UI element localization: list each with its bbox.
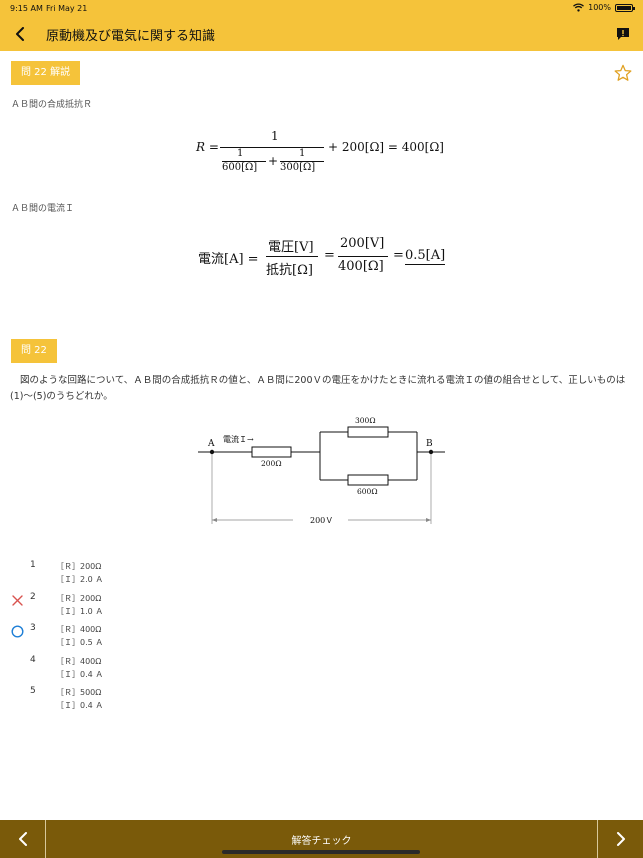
eq2-f2-den: 400[Ω] <box>338 259 384 274</box>
choice-r: ［Ｒ］200Ω <box>56 562 102 571</box>
chevron-left-icon <box>16 27 24 41</box>
question-tag: 問 22 <box>11 339 57 363</box>
choice-i: ［Ｉ］0.5 Ａ <box>56 638 104 647</box>
eq2-f2-num: 200[V] <box>340 236 385 251</box>
previous-button[interactable] <box>0 820 46 858</box>
eq1-lhs: R = <box>196 140 219 154</box>
eq2-result: 0.5[A] <box>405 248 446 265</box>
choice-i: ［Ｉ］0.4 Ａ <box>56 669 104 679</box>
label-current: 電流Ｉ→ <box>223 434 254 444</box>
eq1-sub1-den: 600[Ω] <box>222 162 258 173</box>
eq2-f2-bar <box>338 256 388 257</box>
resistor-200 <box>251 446 292 458</box>
circuit-diagram: A B 電流Ｉ→ 200Ω 300Ω 600Ω 200Ｖ <box>198 416 445 525</box>
eq2-eq: = <box>324 248 335 263</box>
choice-r: ［Ｒ］400Ω <box>56 625 102 634</box>
page-title: 原動機及び電気に関する知識 <box>46 29 216 44</box>
eq1-main-bar <box>220 147 324 148</box>
label-r2: 300Ω <box>355 416 376 425</box>
chevron-right-icon <box>616 832 625 846</box>
choice-2[interactable]: 2 ［Ｒ］200Ω ［Ｉ］1.0 Ａ <box>0 591 300 623</box>
terminal-a <box>209 449 215 455</box>
resistor-600 <box>347 474 389 486</box>
choice-i: ［Ｉ］1.0 Ａ <box>56 606 104 616</box>
resistance-heading: ＡＢ間の合成抵抗Ｒ <box>11 100 93 110</box>
feedback-icon <box>617 28 629 40</box>
battery-icon <box>615 3 635 12</box>
eq2-f1-num: 電圧[V] <box>268 240 314 255</box>
eq1-num: 1 <box>271 129 279 143</box>
nav-bar: 原動機及び電気に関する知識 <box>0 16 643 51</box>
star-icon[interactable] <box>614 64 632 82</box>
report-button[interactable] <box>613 24 633 44</box>
eq2-eq2: = <box>393 248 404 263</box>
choice-i: ［Ｉ］2.0 Ａ <box>56 575 104 584</box>
choice-i: ［Ｉ］0.4 Ａ <box>56 701 104 710</box>
choice-number: 1 <box>30 560 36 570</box>
choice-3[interactable]: 3 ［Ｒ］400Ω ［Ｉ］0.5 Ａ <box>0 622 300 654</box>
eq1-plus: + <box>268 154 279 168</box>
choice-r: ［Ｒ］200Ω <box>56 593 102 603</box>
status-time: 9:15 AM <box>10 4 43 13</box>
choice-number: 4 <box>30 654 36 665</box>
eq2-f1-den: 抵抗[Ω] <box>266 263 313 278</box>
label-r3: 600Ω <box>357 487 378 496</box>
choice-number: 2 <box>30 591 36 602</box>
terminal-b <box>428 449 434 455</box>
question-text: 図のような回路について、ＡＢ間の合成抵抗Ｒの値と、ＡＢ間に200Ｖの電圧をかけた… <box>10 375 626 402</box>
eq1-sub2-num: 1 <box>299 148 306 159</box>
choice-r: ［Ｒ］500Ω <box>56 688 102 697</box>
wifi-icon <box>573 3 585 12</box>
choice-number: 5 <box>30 686 36 696</box>
home-indicator[interactable] <box>222 850 420 854</box>
status-bar: 9:15 AM Fri May 21 100% <box>0 0 643 16</box>
eq1-sub1-num: 1 <box>237 148 244 159</box>
label-b: B <box>426 439 433 449</box>
choice-r: ［Ｒ］400Ω <box>56 656 102 666</box>
label-voltage: 200Ｖ <box>310 516 333 525</box>
eq2-lhs: 電流[A] = <box>198 252 259 267</box>
current-heading: ＡＢ間の電流Ｉ <box>11 204 75 214</box>
choice-1[interactable]: 1 ［Ｒ］200Ω ［Ｉ］2.0 Ａ <box>0 559 300 591</box>
label-a: A <box>207 439 215 449</box>
status-right: 100% <box>573 3 635 12</box>
answer-check-button[interactable]: 解答チェック <box>291 836 352 847</box>
label-r1: 200Ω <box>261 459 282 468</box>
eq1-sub1-bar <box>222 161 266 162</box>
circle-icon <box>11 625 24 638</box>
choice-5[interactable]: 5 ［Ｒ］500Ω ［Ｉ］0.4 Ａ <box>0 685 300 717</box>
eq1-sub2-bar <box>280 161 324 162</box>
explanation-tag: 問 22 解説 <box>11 61 81 85</box>
next-button[interactable] <box>597 820 643 858</box>
cross-icon <box>12 594 23 606</box>
status-date: Fri May 21 <box>46 4 88 13</box>
choice-number: 3 <box>30 623 36 633</box>
chevron-left-icon <box>18 832 27 846</box>
choice-list: 1 ［Ｒ］200Ω ［Ｉ］2.0 Ａ 2 ［Ｒ］200Ω ［Ｉ］1.0 Ａ 3 … <box>0 559 300 717</box>
resistor-300 <box>347 426 389 438</box>
equation-resistance: R = 1 1 600[Ω] + 1 300[Ω] + 200[Ω] = 400… <box>196 128 456 182</box>
choice-4[interactable]: 4 ［Ｒ］400Ω ［Ｉ］0.4 Ａ <box>0 654 300 686</box>
equation-current: 電流[A] = 電圧[V] 抵抗[Ω] = 200[V] 400[Ω] = 0.… <box>198 236 448 280</box>
back-button[interactable] <box>10 24 30 44</box>
eq2-f1-bar <box>266 256 318 257</box>
eq1-sub2-den: 300[Ω] <box>280 162 316 173</box>
eq1-tail: + 200[Ω] = 400[Ω] <box>328 140 444 154</box>
battery-percent: 100% <box>588 3 611 12</box>
